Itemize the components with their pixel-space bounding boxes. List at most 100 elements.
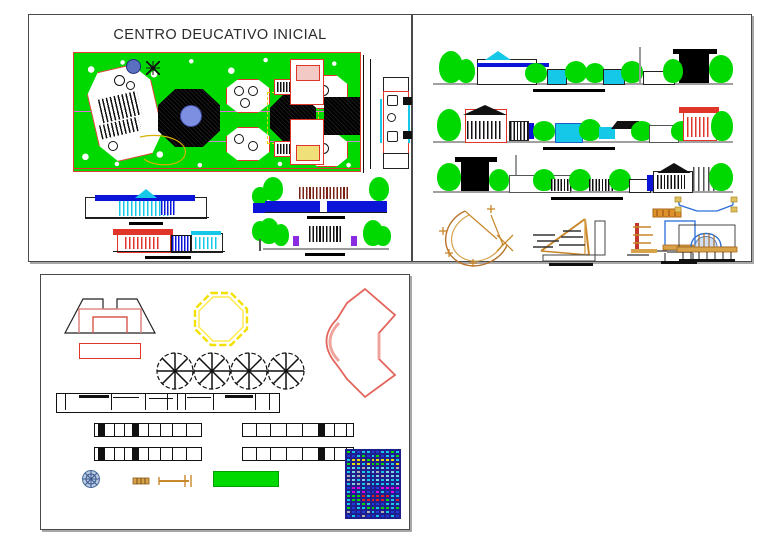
tree-redout-r2 <box>375 226 391 246</box>
detail-dome-climber[interactable] <box>671 196 743 267</box>
long-section-div-9 <box>269 394 271 410</box>
wall-c-div-5 <box>172 447 174 461</box>
detail-rosette-symbol[interactable] <box>81 469 101 489</box>
detail-boundary-outline[interactable] <box>309 287 401 399</box>
legend-cell <box>380 470 386 474</box>
detail-swing-frame[interactable] <box>533 211 613 267</box>
legend-cell <box>350 482 356 486</box>
detail-curved-track[interactable] <box>435 205 521 271</box>
legend-cell <box>360 506 366 510</box>
legend-cell <box>355 466 361 470</box>
legend-cell <box>355 462 361 466</box>
service-module-detail[interactable] <box>379 77 412 169</box>
legend-cell <box>380 506 386 510</box>
site-plan[interactable] <box>73 52 361 172</box>
legend-cell <box>375 494 381 498</box>
wall-a-div-1 <box>114 423 116 437</box>
site-elevation-strip-3[interactable] <box>433 149 733 200</box>
elevation-front-blue[interactable] <box>85 189 209 225</box>
legend-cell <box>355 470 361 474</box>
wall-c-div-6 <box>186 447 188 461</box>
wall-section-d[interactable] <box>242 447 354 461</box>
detail-trapezoid-section[interactable] <box>63 295 157 335</box>
strip3-tree-1 <box>437 163 461 191</box>
legend-cell <box>390 494 396 498</box>
legend-cell <box>355 498 361 502</box>
elev-band-tag <box>307 216 345 219</box>
pod-ne[interactable] <box>226 79 270 113</box>
strip2-tree-2 <box>533 121 555 141</box>
legend-cell <box>346 486 351 490</box>
detail-octagon-roof-plan[interactable] <box>193 291 249 347</box>
strip3-tree-2 <box>489 169 509 191</box>
legend-cell <box>350 510 356 514</box>
detail-red-rectangle[interactable] <box>79 343 141 359</box>
site-plan-panel[interactable]: CENTRO DEUCATIVO INICIAL <box>28 14 412 262</box>
elevations-panel[interactable] <box>412 14 752 267</box>
legend-cell <box>360 462 366 466</box>
detail-wall-sections[interactable] <box>56 423 396 483</box>
legend-cell <box>380 494 386 498</box>
legend-cell <box>346 490 351 494</box>
detail-long-section[interactable] <box>56 393 280 413</box>
legend-cell <box>395 494 400 498</box>
legend-cell <box>370 510 376 514</box>
elevation-front-red[interactable] <box>113 227 225 259</box>
legend-cell <box>350 462 356 466</box>
legend-cell <box>365 506 371 510</box>
detail-canopy-symbols[interactable] <box>155 349 305 393</box>
wall-section-b[interactable] <box>242 423 354 437</box>
strip2-red-columns <box>687 117 711 137</box>
legend-cell <box>395 502 400 506</box>
legend-cell <box>380 478 386 482</box>
detail-legend-table[interactable] <box>345 449 401 519</box>
legend-cell <box>370 482 376 486</box>
long-section-div-1 <box>65 394 67 410</box>
elevation-with-blue-band[interactable] <box>263 177 389 219</box>
legend-cell <box>390 466 396 470</box>
strip2-tree-1 <box>437 109 461 141</box>
long-section-beam-4 <box>187 397 211 399</box>
legend-cell <box>375 462 381 466</box>
legend-cell <box>375 490 381 494</box>
elevation-red-outline-with-trees[interactable] <box>259 218 391 258</box>
legend-cell <box>346 514 351 518</box>
elev-red-roof <box>113 229 173 235</box>
legend-cell <box>360 490 366 494</box>
strip2-colonnade <box>467 121 501 139</box>
legend-cell <box>350 486 356 490</box>
long-section-beam-2 <box>113 397 139 399</box>
module-fixture-2 <box>387 131 398 142</box>
connector-hatch-south <box>277 144 297 154</box>
elev-blue-baseline <box>85 217 209 219</box>
strip1-tree-8 <box>709 55 733 83</box>
legend-cell <box>360 498 366 502</box>
site-elevation-strip-2[interactable] <box>433 99 733 150</box>
tree-band-left <box>263 177 283 201</box>
site-elevation-strip-1[interactable] <box>433 41 733 92</box>
wall-a-div-4 <box>160 423 162 437</box>
wall-b-div-2 <box>270 423 272 437</box>
long-section-beam-1 <box>79 395 109 398</box>
wall-a-div-6 <box>186 423 188 437</box>
legend-cell <box>395 478 400 482</box>
elev-redout-baseline <box>263 248 389 250</box>
legend-cell <box>375 466 381 470</box>
strip3-block-c <box>589 179 613 191</box>
strip2-red-roof <box>679 107 719 113</box>
legend-cell <box>370 454 376 458</box>
elev-band-facade <box>299 187 349 199</box>
legend-cell <box>350 498 356 502</box>
detail-small-fittings[interactable] <box>132 473 199 489</box>
detail-green-swatch[interactable] <box>213 471 279 487</box>
legend-cell <box>380 482 386 486</box>
strip1-tree-7 <box>663 59 683 83</box>
wall-d-div-4 <box>302 447 304 461</box>
legend-cell <box>375 510 381 514</box>
details-panel[interactable] <box>40 274 410 530</box>
legend-cell <box>385 502 391 506</box>
wall-a-div-3 <box>148 423 150 437</box>
pod-west-canopy-c <box>108 141 118 151</box>
wall-a-pier-1 <box>98 424 105 436</box>
site-circle-icon <box>126 59 141 74</box>
